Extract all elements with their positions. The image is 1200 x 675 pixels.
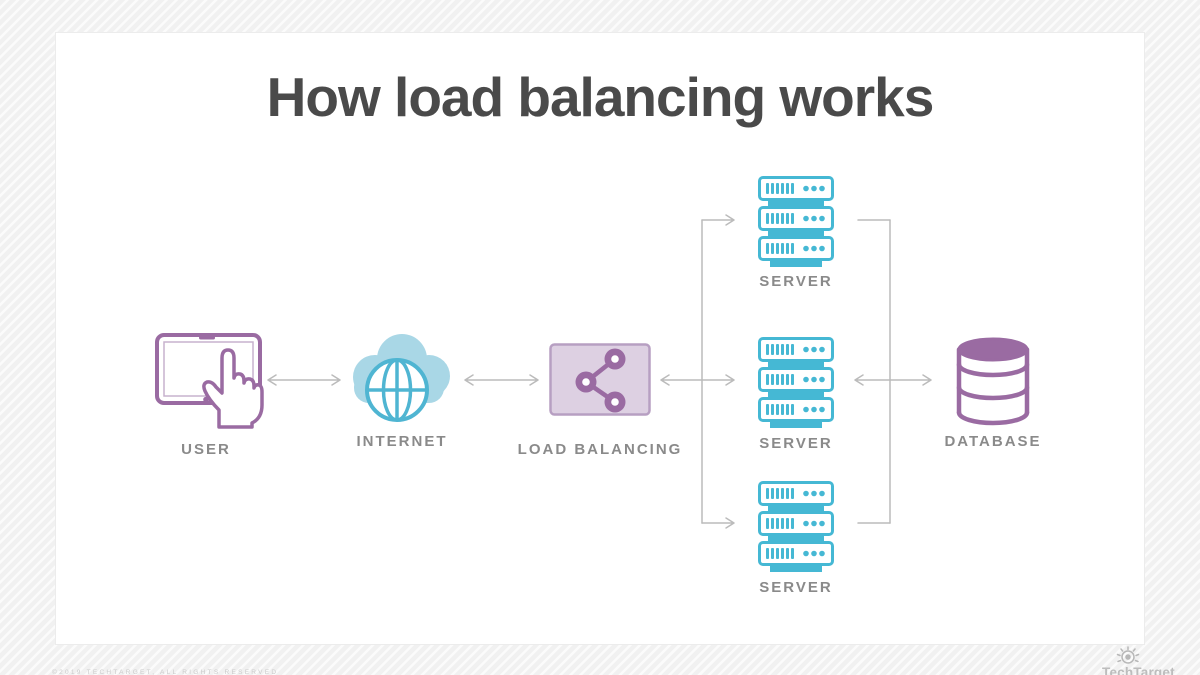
node-label-load-balancer: LOAD BALANCING: [517, 441, 683, 458]
database-cylinder-icon: [956, 337, 1030, 426]
server-stack-icon: [758, 481, 834, 572]
node-database: [954, 335, 1032, 427]
node-server-middle: [758, 337, 834, 429]
techtarget-wordmark: TechTarget: [1102, 665, 1175, 675]
node-server-bottom: [758, 481, 834, 573]
tablet-touch-icon: [155, 333, 264, 429]
page-title: How load balancing works: [266, 66, 935, 128]
node-label-internet: INTERNET: [356, 433, 448, 450]
share-nodes-icon: [549, 343, 651, 416]
node-user: [145, 330, 265, 435]
node-internet: [348, 330, 458, 430]
techtarget-eye-icon: [1116, 646, 1140, 664]
copyright-fine-print: ©2019 TECHTARGET, ALL RIGHTS RESERVED: [52, 669, 279, 675]
node-server-top: [758, 176, 834, 268]
node-load-balancer: [549, 343, 651, 416]
server-stack-icon: [758, 176, 834, 267]
server-stack-icon: [758, 337, 834, 428]
node-label-server-top: SERVER: [759, 273, 833, 290]
node-label-database: DATABASE: [944, 433, 1042, 450]
globe-cloud-icon: [353, 334, 450, 422]
node-label-user: USER: [181, 441, 231, 458]
node-label-server-middle: SERVER: [759, 435, 833, 452]
node-label-server-bottom: SERVER: [759, 579, 833, 596]
